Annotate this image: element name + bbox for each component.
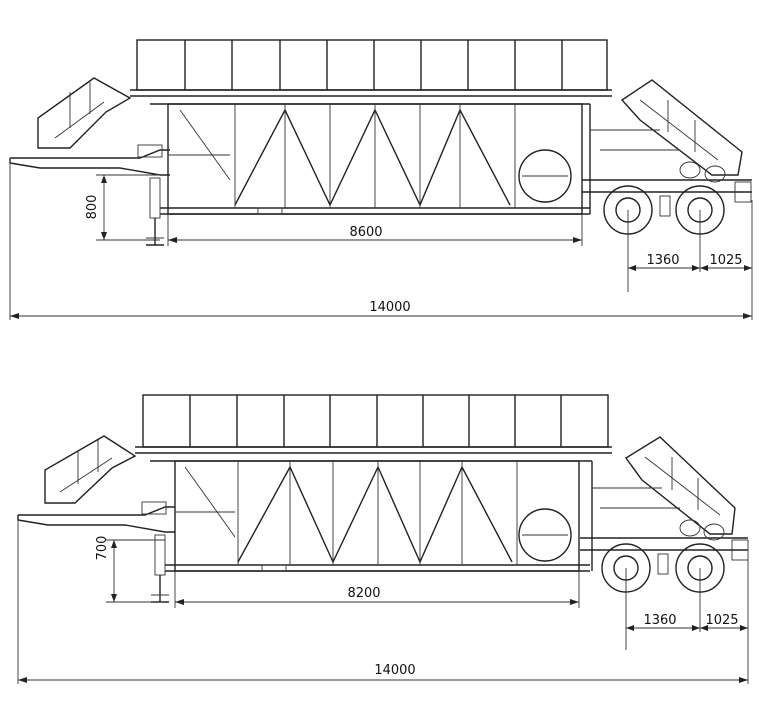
upper-deck-cars: [136, 39, 608, 91]
dim-total-length: 14000: [374, 663, 415, 678]
main-frame: [165, 460, 590, 572]
dim-axle-spacing: 1360: [643, 613, 676, 628]
dim-height: 800: [85, 195, 100, 220]
dim-axle-spacing: 1360: [646, 253, 679, 268]
dimensions-top: [9, 163, 753, 320]
landing-gear: [146, 177, 164, 246]
dim-total-length: 14000: [369, 300, 410, 315]
dimensions-bottom: [17, 520, 749, 684]
upper-deck-cars: [142, 394, 609, 448]
front-ramp: [37, 77, 132, 149]
rear-chassis: [580, 461, 749, 571]
landing-gear: [151, 534, 169, 603]
rear-ramp: [624, 436, 736, 535]
gooseneck: [9, 144, 170, 176]
spare-wheel: [518, 149, 572, 203]
front-ramp: [44, 435, 137, 504]
gooseneck: [17, 501, 175, 533]
trailer-drawing-top: 800 8600 1360 1025 14000: [9, 39, 753, 320]
trailer-drawing-bottom: 700 8200 1360 1025 14000: [17, 394, 749, 684]
dim-rear-overhang: 1025: [709, 253, 742, 268]
dim-height: 700: [95, 536, 110, 561]
axle-wheels: [601, 543, 725, 593]
dim-rear-overhang: 1025: [705, 613, 738, 628]
rear-ramp: [620, 79, 743, 176]
axle-wheels: [603, 185, 725, 235]
main-frame: [160, 103, 590, 215]
rear-chassis: [582, 104, 752, 214]
dim-body-length: 8600: [349, 225, 382, 240]
dim-body-length: 8200: [347, 586, 380, 601]
spare-wheel: [518, 508, 572, 562]
